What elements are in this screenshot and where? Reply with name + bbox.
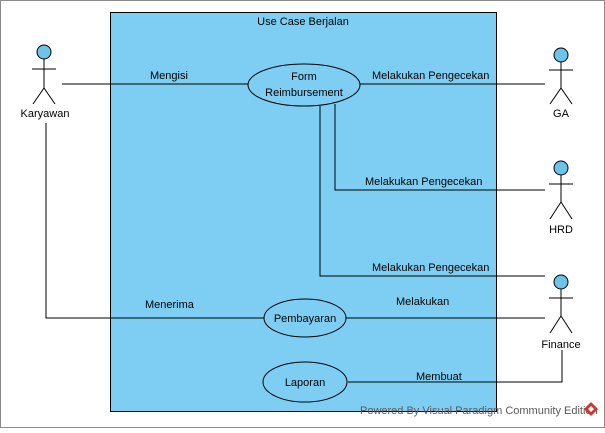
actor-ga-label: GA — [553, 108, 570, 120]
actor-ga[interactable] — [549, 47, 573, 105]
actor-head-icon — [553, 160, 569, 176]
actor-finance[interactable] — [549, 274, 573, 334]
actor-head-icon — [553, 47, 569, 63]
label-menerima: Menerima — [145, 299, 195, 311]
use-case-pembayaran-label: Pembayaran — [274, 313, 336, 325]
association-karyawan-pembayaran[interactable] — [45, 123, 264, 319]
actor-finance-label: Finance — [541, 339, 580, 351]
label-hrd-pengecekan: Melakukan Pengecekan — [365, 176, 482, 188]
watermark-text: Powered By Visual Paradigm Community Edi… — [360, 405, 598, 417]
label-mengisi: Mengisi — [150, 70, 188, 82]
visual-paradigm-logo-icon — [584, 402, 598, 416]
association-lines — [45, 83, 563, 383]
use-case-form-reimbursement[interactable]: Form Reimbursement — [247, 63, 361, 107]
actor-hrd-label: HRD — [549, 224, 573, 236]
actor-head-icon — [36, 44, 52, 60]
association-form-hrd[interactable] — [334, 104, 545, 191]
use-case-laporan[interactable]: Laporan — [262, 361, 348, 403]
use-case-form-line1: Form — [291, 71, 317, 83]
actor-karyawan-label: Karyawan — [21, 108, 70, 120]
actor-hrd[interactable] — [549, 160, 573, 220]
actor-karyawan[interactable] — [32, 44, 56, 105]
use-case-pembayaran[interactable]: Pembayaran — [263, 298, 347, 338]
system-boundary-title: Use Case Berjalan — [257, 16, 349, 28]
label-melakukan: Melakukan — [396, 296, 449, 308]
association-laporan-finance[interactable] — [348, 350, 563, 383]
label-finance-pengecekan: Melakukan Pengecekan — [372, 262, 489, 274]
use-case-form-line2: Reimbursement — [265, 87, 343, 99]
label-ga-pengecekan: Melakukan Pengecekan — [372, 70, 489, 82]
actor-head-icon — [553, 274, 569, 290]
label-membuat: Membuat — [416, 371, 462, 383]
association-form-finance[interactable] — [319, 106, 545, 277]
use-case-laporan-label: Laporan — [285, 377, 325, 389]
